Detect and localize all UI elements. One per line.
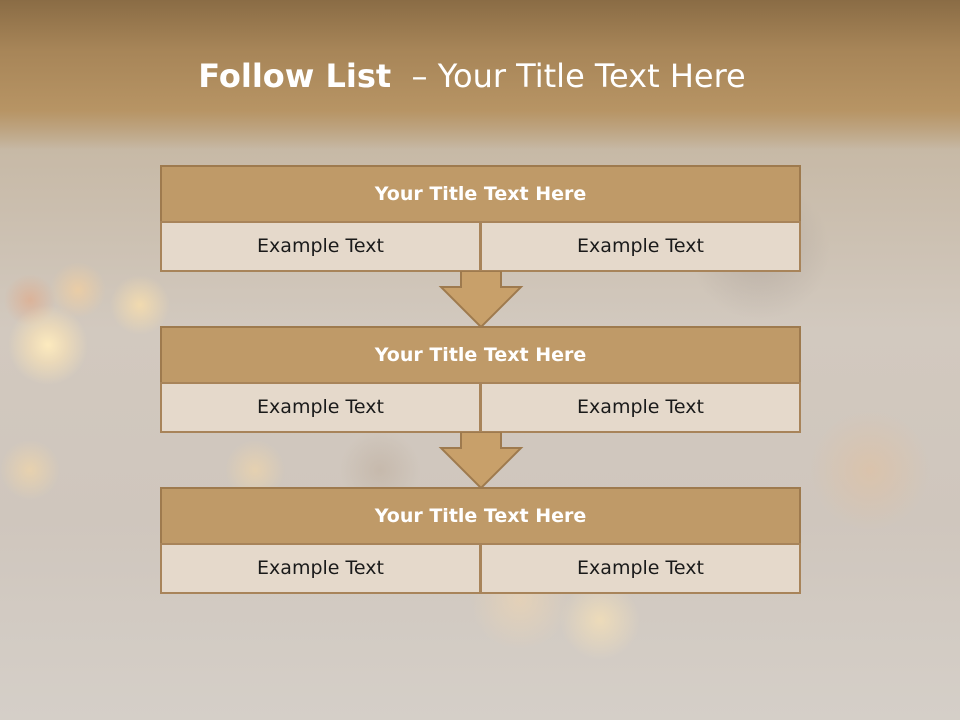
slide-title-rest: – Your Title Text Here xyxy=(411,57,746,95)
step-3-right-text: Example Text xyxy=(480,543,801,594)
step-3-left-text: Example Text xyxy=(160,543,481,594)
step-box-3: Your Title Text Here Example Text Exampl… xyxy=(160,487,801,594)
slide-title: Follow List – Your Title Text Here xyxy=(0,52,944,100)
slide-title-bold: Follow List xyxy=(198,57,392,95)
step-title-3: Your Title Text Here xyxy=(160,487,801,545)
step-title-2: Your Title Text Here xyxy=(160,326,801,384)
step-box-2: Your Title Text Here Example Text Exampl… xyxy=(160,326,801,433)
step-box-1: Your Title Text Here Example Text Exampl… xyxy=(160,165,801,272)
step-title-1: Your Title Text Here xyxy=(160,165,801,223)
step-2-left-text: Example Text xyxy=(160,382,481,433)
step-2-right-text: Example Text xyxy=(480,382,801,433)
step-1-right-text: Example Text xyxy=(480,221,801,272)
down-arrow-icon-1 xyxy=(438,271,524,329)
down-arrow-icon-2 xyxy=(438,432,524,490)
title-band xyxy=(0,0,960,150)
step-1-left-text: Example Text xyxy=(160,221,481,272)
